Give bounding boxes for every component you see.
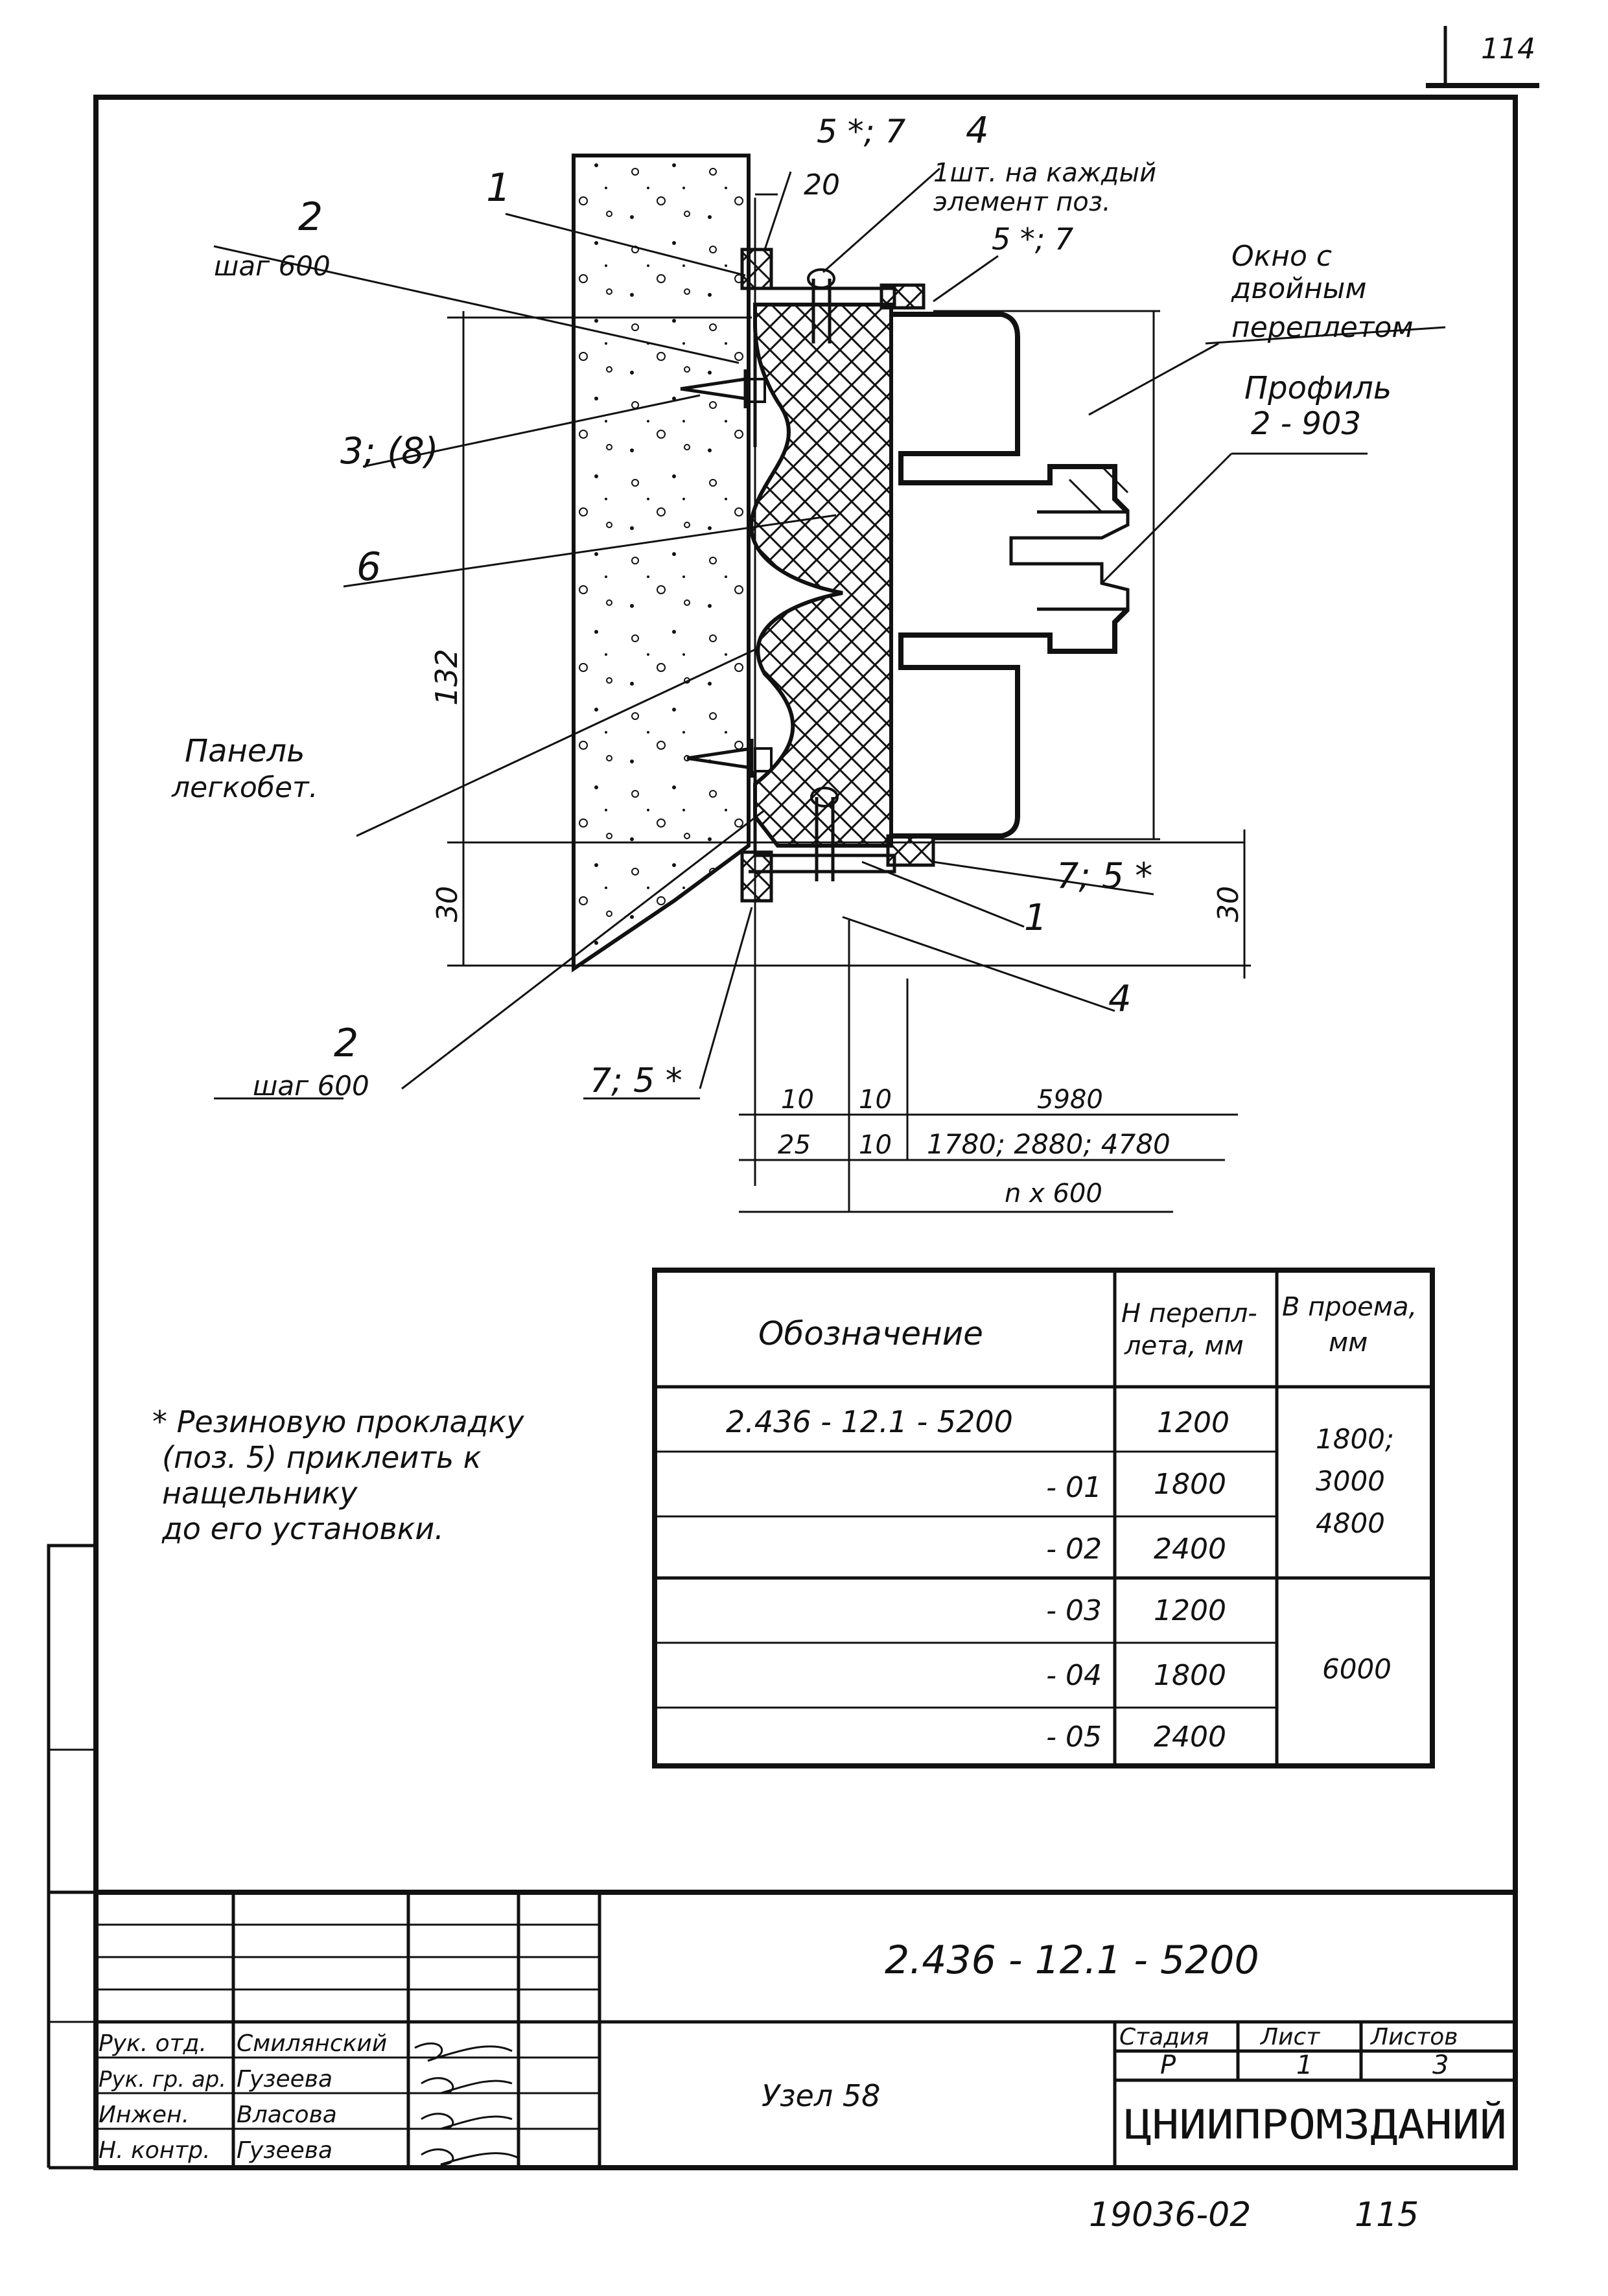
label-window-line3: переплетом <box>1231 311 1414 344</box>
dim-132: 132 <box>429 649 464 706</box>
label-panel-line1: Панель <box>185 733 305 769</box>
page-header-text: 114 <box>1481 32 1535 65</box>
dim-30-right: 30 <box>1212 886 1245 922</box>
callout-2-bottom: 2 <box>334 1021 358 1066</box>
spec-table-grid <box>652 1268 1435 1768</box>
dim-10c: 10 <box>859 1130 892 1160</box>
dim-30-left: 30 <box>431 886 464 922</box>
sheets-value: 3 <box>1432 2050 1449 2080</box>
callout-5-7-mid: 5 *; 7 <box>992 222 1073 257</box>
stage-label: Стадия <box>1119 2024 1209 2050</box>
label-panel-line2: легкобет. <box>171 771 318 804</box>
note-line3: нащельнику <box>162 1476 358 1511</box>
concrete-wall-panel <box>572 154 751 973</box>
header-h-line1: H перепл- <box>1121 1299 1257 1328</box>
signer-0-name: Смилянский <box>237 2030 387 2057</box>
note-line4: до его установки. <box>161 1511 444 1546</box>
row-1-h: 1800 <box>1154 1468 1226 1501</box>
note-line1: * Резиновую прокладку <box>152 1404 524 1439</box>
signer-0-role: Рук. отд. <box>99 2030 207 2057</box>
sheets-label: Листов <box>1369 2024 1458 2050</box>
b-group1-0: 1800; <box>1316 1423 1394 1455</box>
row-0-designation: 2.436 - 12.1 - 5200 <box>726 1404 1013 1439</box>
note-line2: (поз. 5) приклеить к <box>162 1440 482 1475</box>
signer-2-name: Власова <box>237 2102 337 2128</box>
doc-code: 2.436 - 12.1 - 5200 <box>885 1938 1259 1983</box>
label-window-line1: Окно с <box>1231 240 1332 273</box>
callout-4-top: 4 <box>966 110 989 152</box>
row-4-h: 1800 <box>1154 1659 1226 1692</box>
header-h-line2: лета, мм <box>1124 1331 1244 1361</box>
spec-table-text: Обозначение H перепл- лета, мм B проема,… <box>726 1292 1417 1754</box>
dim-widths: 1780; 2880; 4780 <box>927 1128 1171 1160</box>
sheet-number-bottom: 115 <box>1355 2196 1419 2234</box>
label-profile-line1: Профиль <box>1244 370 1392 406</box>
screw-anchor-icon <box>680 268 839 881</box>
sheet-value: 1 <box>1296 2050 1312 2080</box>
row-4-designation: - 04 <box>1046 1659 1102 1692</box>
row-5-h: 2400 <box>1154 1721 1226 1754</box>
archive-number: 19036-02 <box>1089 2196 1251 2234</box>
signer-3-name: Гузеева <box>237 2137 332 2164</box>
node-name: Узел 58 <box>762 2078 880 2113</box>
callout-2-top: 2 <box>298 194 323 240</box>
dim-nx600: n x 600 <box>1005 1179 1102 1209</box>
row-2-h: 2400 <box>1154 1533 1226 1566</box>
label-profile-line2: 2 - 903 <box>1251 406 1361 442</box>
rubber-note: * Резиновую прокладку (поз. 5) приклеить… <box>152 1404 524 1546</box>
callout-1-top: 1 <box>486 165 511 211</box>
signer-3-role: Н. контр. <box>99 2137 211 2164</box>
insulation-block <box>749 303 893 848</box>
callout-7-5-right: 7; 5 * <box>1056 855 1152 896</box>
header-b-line1: B проема, <box>1282 1292 1417 1322</box>
b-group1-1: 3000 <box>1316 1465 1385 1497</box>
row-1-designation: - 01 <box>1046 1471 1102 1504</box>
callout-5-7-top: 5 *; 7 <box>817 113 905 150</box>
dimension-lines <box>447 193 1251 1213</box>
dim-20: 20 <box>804 168 840 202</box>
label-window-line2: двойным <box>1231 272 1367 305</box>
stage-value: Р <box>1160 2050 1176 2080</box>
callout-6: 6 <box>356 544 381 590</box>
callout-7-5-bottom: 7; 5 * <box>590 1061 682 1100</box>
row-0-h: 1200 <box>1157 1406 1229 1439</box>
callout-4-bottom: 4 <box>1108 978 1132 1020</box>
callout-labels: 1 2 шаг 600 3; (8) 6 Панель легкобет. 2 … <box>171 110 1414 1102</box>
b-group2: 6000 <box>1322 1653 1392 1685</box>
dim-10b: 10 <box>859 1085 892 1115</box>
footer-text: 19036-02 115 <box>1089 2196 1419 2234</box>
page-number-top: 114 <box>1481 32 1535 65</box>
callout-2-bottom-step: шаг 600 <box>253 1070 369 1102</box>
callout-2-top-step: шаг 600 <box>214 250 331 282</box>
sheet-label: Лист <box>1259 2024 1320 2050</box>
dim-25: 25 <box>778 1130 811 1160</box>
title-block-grid <box>93 1890 1518 2170</box>
leader-lines <box>213 167 1446 1100</box>
dim-5980: 5980 <box>1037 1085 1103 1115</box>
signer-1-role: Рук. гр. ар. <box>99 2067 226 2093</box>
callout-1-bottom: 1 <box>1024 897 1047 939</box>
callout-4-note-line2: элемент поз. <box>933 187 1111 217</box>
callout-3: 3; (8) <box>340 430 439 472</box>
row-3-h: 1200 <box>1154 1594 1226 1627</box>
title-block-text: 2.436 - 12.1 - 5200 Узел 58 Стадия Лист … <box>99 1938 1507 2164</box>
signer-1-name: Гузеева <box>237 2066 332 2093</box>
dim-10a: 10 <box>781 1085 814 1115</box>
callout-4-note-line1: 1шт. на каждый <box>933 158 1156 188</box>
signature-marks <box>414 2042 519 2166</box>
b-group1-2: 4800 <box>1316 1507 1385 1539</box>
row-3-designation: - 03 <box>1046 1594 1102 1627</box>
signer-2-role: Инжен. <box>99 2102 189 2128</box>
dimension-labels: 20 132 30 30 10 10 5980 25 10 1780; 2880… <box>429 168 1245 1209</box>
header-b-line2: мм <box>1329 1328 1368 1358</box>
row-5-designation: - 05 <box>1046 1721 1102 1754</box>
header-designation: Обозначение <box>758 1315 983 1352</box>
row-2-designation: - 02 <box>1046 1533 1102 1566</box>
org-name: ЦНИИПРОМЗДАНИЙ <box>1124 2101 1507 2148</box>
window-frame <box>891 310 1160 841</box>
